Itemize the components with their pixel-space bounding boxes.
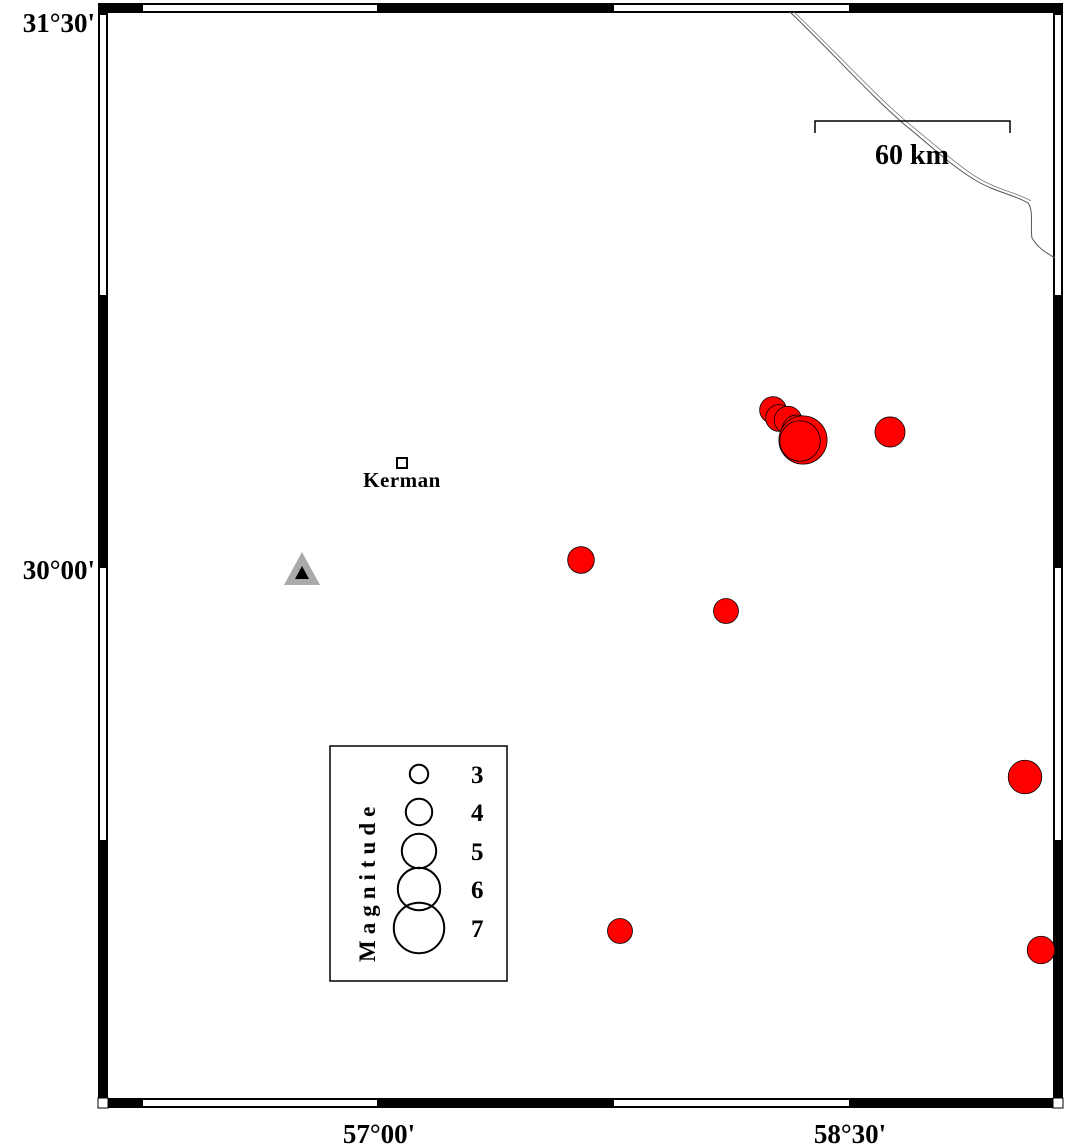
legend-label-mag-7: 7 xyxy=(471,916,484,943)
city-kerman: Kerman xyxy=(363,457,441,492)
earthquake-event-marker xyxy=(779,420,821,462)
earthquake-events xyxy=(567,396,1056,965)
frame-left-white-1 xyxy=(100,15,106,295)
legend-label-mag-3: 3 xyxy=(471,762,484,789)
legend-entries: 3 4 5 6 7 xyxy=(392,762,484,955)
legend-label-mag-6: 6 xyxy=(471,877,484,904)
city-square-icon xyxy=(396,457,408,469)
earthquake-event-marker xyxy=(1007,759,1043,795)
frame-corner-bl xyxy=(97,1097,109,1109)
frame-top-white-2 xyxy=(614,5,849,11)
legend-box xyxy=(329,745,508,982)
scale-bar: 60 km xyxy=(814,120,1011,171)
frame-bottom-white-1 xyxy=(143,1100,377,1106)
legend-title: Magnitude xyxy=(355,801,380,962)
lon-label-57-00: 57°00' xyxy=(343,1119,415,1146)
legend-label-mag-5: 5 xyxy=(471,839,484,866)
frame-left-white-2 xyxy=(100,568,106,840)
lon-label-58-30: 58°30' xyxy=(814,1119,886,1146)
magnitude-legend: Magnitude 3 4 5 6 7 xyxy=(329,745,508,982)
earthquake-event-marker xyxy=(874,416,906,448)
triangle-station-icon xyxy=(284,552,320,585)
frame-right-white-1 xyxy=(1055,15,1061,295)
scale-bar-label: 60 km xyxy=(875,140,949,171)
legend-label-mag-4: 4 xyxy=(471,800,484,827)
frame-bottom-white-2 xyxy=(614,1100,849,1106)
lat-label-31-30: 31°30' xyxy=(23,8,95,38)
earthquake-event-marker xyxy=(567,546,595,574)
legend-circle-mag-4 xyxy=(404,797,434,827)
legend-circle-mag-6 xyxy=(396,866,442,912)
earthquake-event-marker xyxy=(713,598,739,624)
legend-circle-mag-3 xyxy=(408,763,430,785)
earthquake-event-marker xyxy=(607,918,633,944)
frame-right-white-2 xyxy=(1055,568,1061,840)
frame-corner-br xyxy=(1052,1097,1064,1109)
city-label: Kerman xyxy=(363,468,441,492)
lat-label-30-00: 30°00' xyxy=(23,555,95,585)
boundary-line xyxy=(789,11,1056,259)
frame-top-white-1 xyxy=(143,5,377,11)
scale-bar-line xyxy=(814,120,1011,133)
earthquake-event-marker xyxy=(1026,935,1056,965)
legend-circle-mag-7 xyxy=(392,901,446,955)
